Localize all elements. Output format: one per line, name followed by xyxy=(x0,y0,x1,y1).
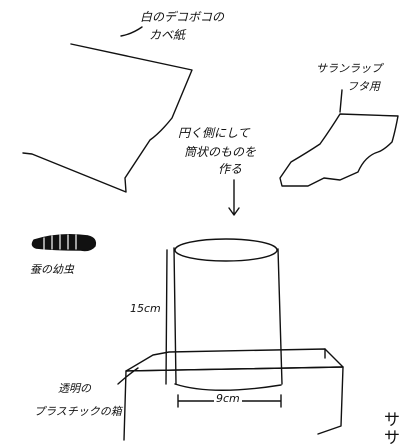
wallpaper-label-line1: 白のデコボコの xyxy=(140,10,225,24)
roll-label-line3: 作る xyxy=(218,162,243,176)
roll-arrow xyxy=(228,179,240,216)
cylinder-right-wall xyxy=(277,248,283,385)
wrap-leader xyxy=(339,89,343,113)
roll-label-line1: 円く側にして xyxy=(178,126,250,140)
wrap-label-line2: フタ用 xyxy=(347,80,380,93)
cylinder-top xyxy=(174,238,278,262)
box-leader xyxy=(117,367,139,385)
wallpaper-sheet xyxy=(22,43,193,193)
height-label: 15cm xyxy=(130,302,161,315)
cutoff-text-1: サ xyxy=(384,410,401,429)
box-top-face xyxy=(125,348,344,372)
larva-label: 蚕の幼虫 xyxy=(30,263,74,276)
cylinder-bottom xyxy=(174,383,282,391)
plastic-wrap xyxy=(279,113,399,187)
height-dimension xyxy=(165,249,168,385)
box-right-face xyxy=(317,366,344,435)
wallpaper-leader xyxy=(120,26,143,37)
diameter-label: 9cm xyxy=(214,392,242,405)
larva-icon xyxy=(31,233,97,252)
cutoff-text-2: サ xyxy=(384,428,401,447)
wallpaper-label-line2: カベ紙 xyxy=(149,28,186,42)
box-label-line2: プラスチックの箱 xyxy=(34,405,122,418)
wrap-label-line1: サランラップ xyxy=(316,62,382,75)
roll-label-line2: 筒状のものを xyxy=(184,145,257,159)
cylinder-left-wall xyxy=(173,247,177,385)
box-label-line1: 透明の xyxy=(58,382,91,395)
box-front-face xyxy=(123,366,343,441)
